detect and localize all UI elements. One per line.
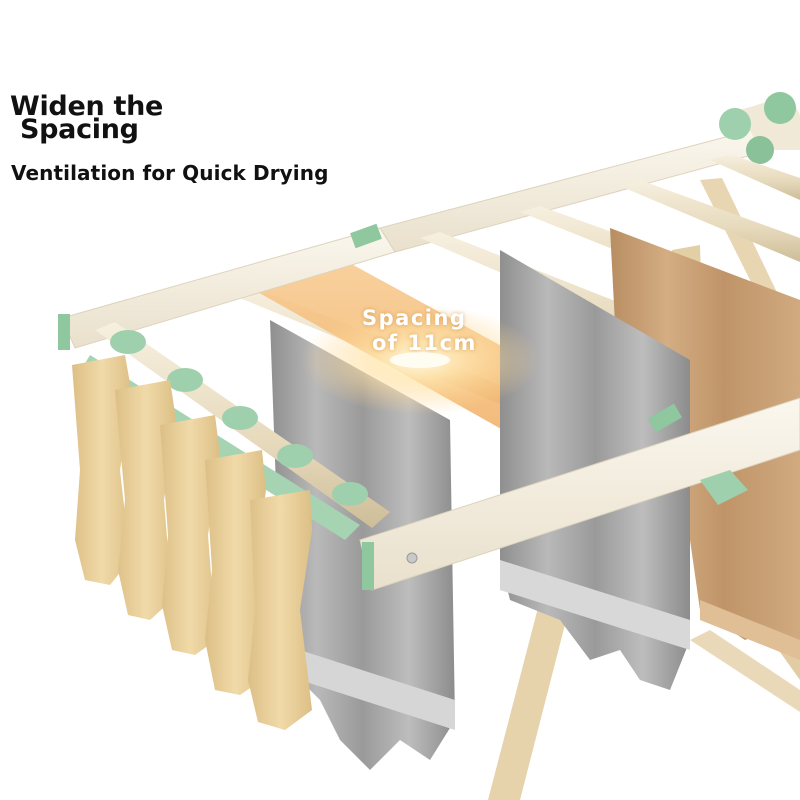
sock bbox=[248, 490, 312, 730]
frame-clip bbox=[648, 403, 682, 433]
headline-line-2: Spacing bbox=[20, 114, 139, 145]
socks bbox=[72, 355, 312, 730]
back-joint-cap bbox=[719, 108, 751, 140]
clip-collar bbox=[167, 368, 203, 392]
headline-line-1: Widen the bbox=[10, 91, 164, 122]
clip-collar bbox=[277, 444, 313, 468]
rack-back-frame bbox=[379, 92, 800, 253]
front-corner-cap bbox=[362, 542, 374, 590]
back-joint-cap bbox=[764, 92, 796, 124]
spacing-callout-line-2: of 11cm bbox=[372, 331, 477, 355]
back-joint-cap bbox=[746, 136, 774, 164]
spacing-callout-line-1: Spacing bbox=[362, 306, 467, 330]
sock bbox=[115, 380, 176, 620]
light-flare-core bbox=[390, 352, 450, 368]
frame-screw bbox=[406, 552, 418, 564]
frame-clip bbox=[350, 223, 382, 249]
headline-subtitle: Ventilation for Quick Drying bbox=[11, 161, 329, 185]
clip-collar bbox=[222, 406, 258, 430]
clip-collar bbox=[332, 482, 368, 506]
clip-collar bbox=[110, 330, 146, 354]
sock bbox=[72, 355, 132, 585]
rack-front-frame bbox=[58, 223, 800, 591]
front-corner-cap bbox=[58, 314, 70, 350]
sock bbox=[160, 415, 220, 655]
